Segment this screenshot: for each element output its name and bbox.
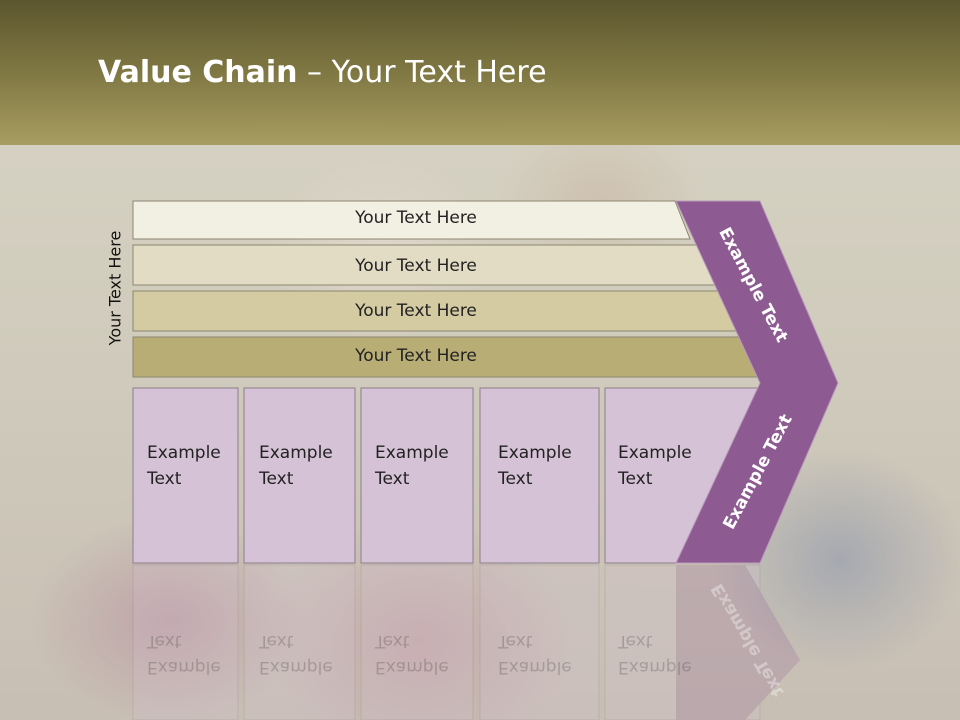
cell-shape-4 bbox=[479, 387, 600, 564]
slide-title-rest: – Your Text Here bbox=[297, 55, 547, 90]
cell-label-2: Example Text bbox=[259, 440, 333, 492]
cell-label-5-line1: Example bbox=[618, 443, 692, 463]
cell-label-5-line2: Text bbox=[618, 469, 653, 489]
cell-label-1-line2: Text bbox=[147, 469, 182, 489]
chevron-shape bbox=[675, 200, 839, 564]
cell-label-2-line1: Example bbox=[259, 443, 333, 463]
cell-label-1-line1: Example bbox=[147, 443, 221, 463]
title-bar bbox=[0, 0, 960, 145]
slide-title: Value Chain – Your Text Here bbox=[98, 55, 547, 90]
cell-label-5: Example Text bbox=[618, 440, 692, 492]
cell-shape-1 bbox=[132, 387, 239, 564]
slide-title-bold: Value Chain bbox=[98, 55, 298, 90]
cell-label-4-line1: Example bbox=[498, 443, 572, 463]
cell-label-4: Example Text bbox=[498, 440, 572, 492]
cell-label-3-line2: Text bbox=[375, 469, 410, 489]
row-label-4: Your Text Here bbox=[355, 346, 477, 366]
cell-label-2-line2: Text bbox=[259, 469, 294, 489]
cell-label-3-line1: Example bbox=[375, 443, 449, 463]
cell-label-4-line2: Text bbox=[498, 469, 533, 489]
cell-shape-3 bbox=[360, 387, 474, 564]
row-label-3: Your Text Here bbox=[355, 301, 477, 321]
row-label-2: Your Text Here bbox=[355, 256, 477, 276]
cell-shape-2 bbox=[243, 387, 356, 564]
cell-label-3: Example Text bbox=[375, 440, 449, 492]
row-label-1: Your Text Here bbox=[355, 208, 477, 228]
cell-label-1: Example Text bbox=[147, 440, 221, 492]
diagram-reflection bbox=[132, 564, 800, 720]
row-shape-1 bbox=[132, 200, 691, 240]
